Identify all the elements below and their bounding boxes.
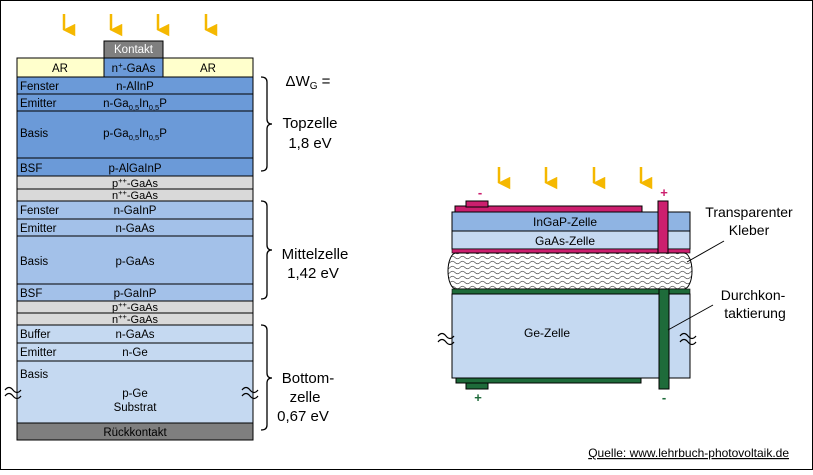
module-break-right-icon <box>679 332 697 346</box>
mid-window-material: n-GaInP <box>114 205 157 217</box>
back-contact <box>16 422 254 441</box>
bot-emitter-label: Emitter <box>20 347 57 359</box>
substrate-label: Substrat <box>114 402 158 414</box>
top-emitter-label: Emitter <box>20 98 57 110</box>
top-base-label: Basis <box>20 128 48 140</box>
mid-cell-value: 1,42 eV <box>287 265 339 282</box>
tunnel-1-n-label: n++-GaAs <box>112 188 159 202</box>
top-bsf-label: BSF <box>20 163 42 175</box>
top-window-label: Fenster <box>20 81 59 93</box>
mid-base-label: Basis <box>20 256 48 268</box>
brace-middle-icon <box>260 200 273 300</box>
bandgap-label: ΔWG = <box>286 73 331 92</box>
light-arrows-right <box>497 167 653 190</box>
gaas-rear-contact <box>451 248 691 254</box>
adhesive-label-1: Transparenter <box>705 204 793 220</box>
bot-emitter-material: n-Ge <box>122 347 148 359</box>
top-window-material: n-AlInP <box>116 81 154 93</box>
mid-window-label: Fenster <box>20 205 59 217</box>
adhesive-layer <box>447 252 693 290</box>
minus-top-sign: - <box>478 185 482 200</box>
module-break-left-icon <box>437 332 455 346</box>
source-credit: Quelle: www.lehrbuch-photovoltaik.de <box>588 446 789 460</box>
via-label-2: taktierung <box>724 305 785 321</box>
ge-contact-tab <box>465 382 489 390</box>
mid-bsf-material: p-GaInP <box>114 288 157 300</box>
bot-base-material: p-Ge <box>122 388 148 400</box>
bot-buffer-label: Buffer <box>20 329 51 341</box>
mid-bsf-label: BSF <box>20 288 42 300</box>
tunnel-2-n-label: n++-GaAs <box>112 312 159 326</box>
bot-buffer-material: n-GaAs <box>116 329 155 341</box>
ge-cell-label: Ge-Zelle <box>524 326 570 340</box>
top-emitter-material: n-Ga0,5In0,5P <box>103 98 167 112</box>
adhesive-label-2: Kleber <box>729 222 770 238</box>
plus-bottom-sign: + <box>474 390 482 405</box>
break-mark-left-icon <box>4 386 22 400</box>
adhesive-leader-line <box>686 240 725 263</box>
ar-left-label: AR <box>52 63 68 75</box>
gaas-cell-label: GaAs-Zelle <box>535 234 595 248</box>
magenta-via <box>657 200 669 254</box>
ge-rear-contact <box>455 377 642 384</box>
ge-cell <box>451 293 691 379</box>
mid-cell-name: Mittelzelle <box>282 246 349 263</box>
minus-bottom-sign: - <box>662 390 666 405</box>
top-cell-value: 1,8 eV <box>288 135 331 152</box>
plus-top-sign: + <box>660 185 668 200</box>
layer-stack: Kontakt AR n+-GaAs AR Fenster n-AlInP Em… <box>4 40 259 441</box>
ar-right-label: AR <box>200 63 216 75</box>
light-arrows-left <box>62 14 218 37</box>
tunnel-1-p-label: p++-GaAs <box>112 176 159 190</box>
mid-base-material: p-GaAs <box>116 256 155 268</box>
break-mark-right-icon <box>241 386 259 400</box>
bot-cell-value: 0,67 eV <box>277 408 329 425</box>
ingap-contact-tab <box>465 200 489 208</box>
brace-bottom-icon <box>260 324 273 431</box>
green-via <box>658 288 670 390</box>
brace-top-icon <box>260 76 273 172</box>
mid-base-layer <box>16 235 254 285</box>
bot-base-label: Basis <box>20 369 48 381</box>
back-contact-label: Rückkontakt <box>103 427 167 439</box>
cell-annotations: ΔWG = Topzelle 1,8 eV Mittelzelle 1,42 e… <box>277 73 348 425</box>
ge-front-contact <box>451 288 691 295</box>
ingap-cell-label: InGaP-Zelle <box>533 215 597 229</box>
top-base-material: p-Ga0,5In0,5P <box>103 128 167 142</box>
top-bsf-material: p-AlGaInP <box>108 163 161 175</box>
bot-cell-name-1: Bottom- <box>282 370 335 387</box>
bot-base-layer <box>16 360 254 424</box>
tunnel-2-p-label: p++-GaAs <box>112 300 159 314</box>
front-contact-label: Kontakt <box>114 44 154 56</box>
mid-emitter-material: n-GaAs <box>116 223 155 235</box>
via-leader-line <box>667 304 714 331</box>
cap-layer-label: n+-GaAs <box>112 61 156 75</box>
via-label-1: Durchkon- <box>721 287 786 303</box>
top-cell-name: Topzelle <box>282 115 337 132</box>
module-diagram: InGaP-Zelle GaAs-Zelle Ge-Zelle - + + - <box>437 185 793 405</box>
top-base-layer <box>16 110 254 159</box>
bot-cell-name-2: zelle <box>290 389 321 406</box>
mid-emitter-label: Emitter <box>20 223 57 235</box>
cell-braces <box>260 76 273 431</box>
